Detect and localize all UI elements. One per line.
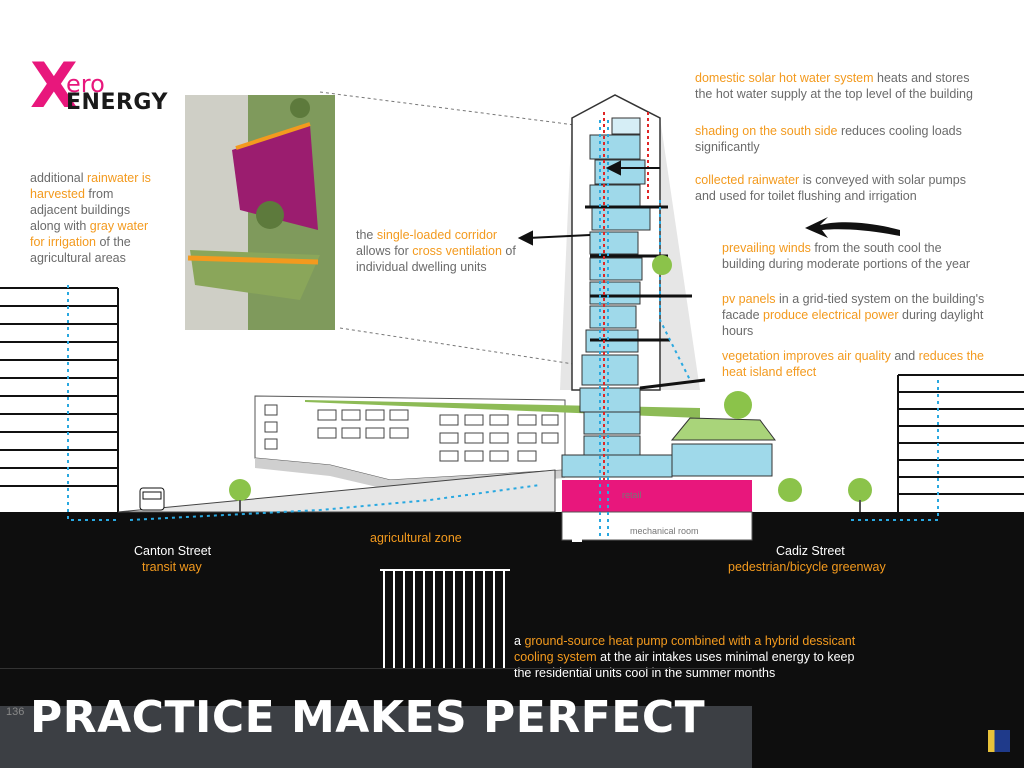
note-prevailing-winds: prevailing winds from the south cool the…: [722, 241, 971, 271]
left-neighbor-building: [0, 287, 119, 512]
canton-street-name: Canton Street: [134, 544, 212, 558]
footer-divider: [0, 668, 752, 669]
perspective-line-bottom: [339, 327, 581, 366]
tree-icons: [229, 255, 872, 512]
cadiz-street-name: Cadiz Street: [776, 544, 845, 558]
logo-energy: ENERGY: [66, 90, 168, 115]
residential-windows: [264, 404, 559, 462]
agricultural-slope: [117, 469, 556, 513]
geothermal-wells: [380, 569, 510, 668]
perspective-line-top: [319, 91, 576, 126]
logo-x: X: [30, 49, 78, 122]
mechanical-room-label: mechanical room: [630, 526, 699, 536]
agricultural-zone-label: agricultural zone: [370, 531, 462, 545]
note-ground-source-heat-pump: a ground-source heat pump combined with …: [514, 634, 856, 680]
retail-label: retail: [622, 490, 642, 500]
corner-logo-icon: [988, 730, 1010, 752]
rainwater-flow-lines: [67, 120, 939, 540]
logo-ero: ero: [66, 70, 105, 98]
solar-hot-water-lines: [603, 112, 649, 480]
note-pv-panels: pv panels in a grid-tied system on the b…: [722, 292, 985, 338]
note-rainwater-harvesting: additional rainwater is harvested from a…: [30, 171, 151, 265]
bus-icon: [139, 487, 165, 511]
note-solar-hot-water: domestic solar hot water system heats an…: [695, 71, 973, 101]
podium: [561, 417, 776, 542]
cadiz-street-sub: pedestrian/bicycle greenway: [728, 560, 886, 574]
note-single-loaded-corridor: the single-loaded corridor allows for cr…: [356, 228, 516, 274]
note-collected-rainwater: collected rainwater is conveyed with sol…: [695, 173, 966, 203]
perspective-inset-image: [185, 95, 335, 330]
wind-arrow-icon: [805, 217, 900, 238]
page-number: 136: [6, 706, 25, 718]
right-neighbor-building: [897, 374, 1024, 512]
title-bar: [0, 706, 752, 768]
page-title: PRACTICE MAKES PERFECT: [30, 692, 706, 743]
ventilation-arrow-icons: [517, 160, 660, 246]
note-vegetation: vegetation improves air quality and redu…: [722, 349, 984, 379]
canton-street-sub: transit way: [142, 560, 202, 574]
tower: [561, 94, 706, 478]
note-shading: shading on the south side reduces coolin…: [695, 124, 962, 154]
